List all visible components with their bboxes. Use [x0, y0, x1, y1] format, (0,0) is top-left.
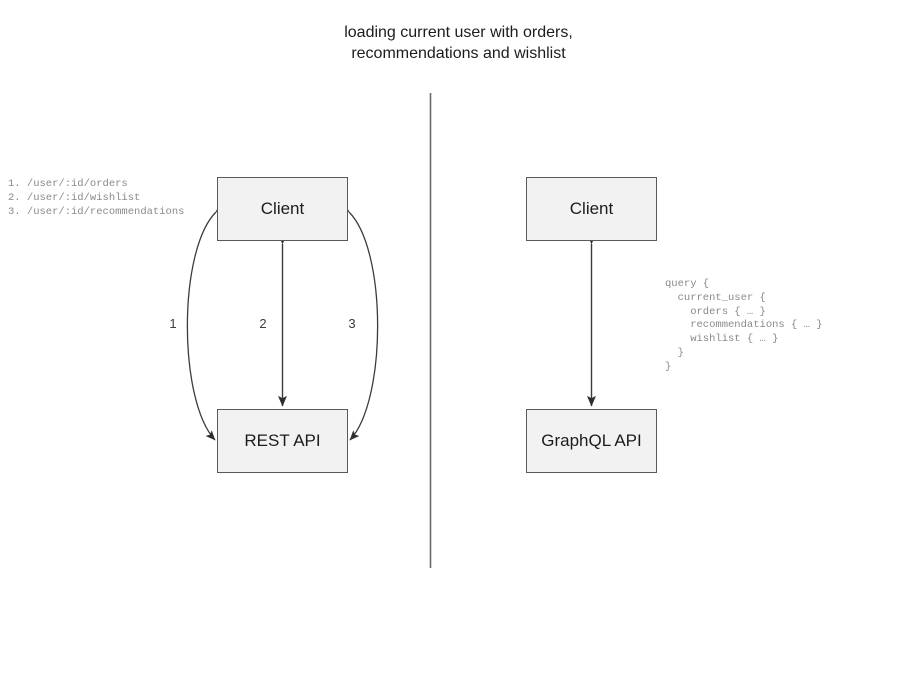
edge-3-curve	[339, 202, 379, 441]
node-label: GraphQL API	[541, 431, 642, 450]
edge-label-2: 2	[259, 316, 267, 331]
page-title: loading current user with orders, recomm…	[344, 24, 573, 62]
node-rest-api[interactable]: REST API	[217, 409, 348, 473]
node-label: REST API	[244, 431, 321, 450]
node-label: Client	[260, 199, 305, 218]
edge-1-curve	[186, 202, 226, 441]
rest-endpoints-annotation: 1. /user/:id/orders 2. /user/:id/wishlis…	[8, 178, 185, 218]
edge-label-1: 1	[169, 316, 177, 331]
graphql-query-annotation: query { current_user { orders { … } reco…	[665, 278, 823, 373]
edge-label-3: 3	[348, 316, 356, 331]
node-label: Client	[569, 199, 614, 218]
node-graphql-api[interactable]: GraphQL API	[526, 409, 657, 473]
node-client-rest[interactable]: Client	[217, 177, 348, 241]
node-client-graphql[interactable]: Client	[526, 177, 657, 241]
